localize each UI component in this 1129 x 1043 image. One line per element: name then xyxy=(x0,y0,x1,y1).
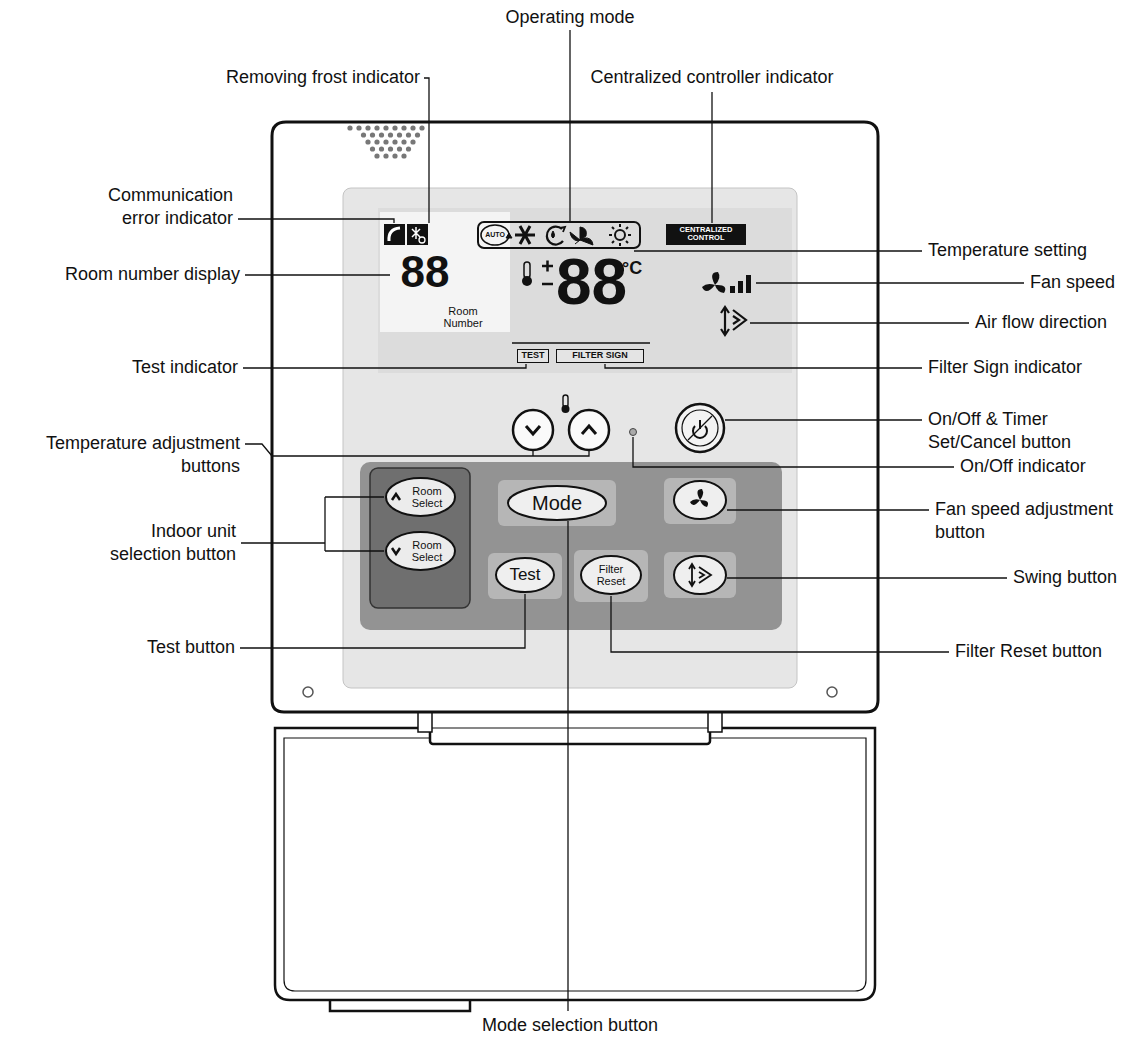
speaker-hole xyxy=(383,153,388,158)
speaker-hole xyxy=(406,146,411,151)
callout-label: Temperature adjustment buttons xyxy=(28,432,240,479)
indicator-box: TEST xyxy=(517,349,549,363)
speaker-hole xyxy=(410,139,415,144)
on-off-button xyxy=(676,404,724,452)
lcd-room-zone xyxy=(380,212,510,332)
node-text: FILTER SIGN xyxy=(572,351,627,361)
callout-label: Temperature setting xyxy=(928,239,1087,262)
speaker-hole xyxy=(406,132,411,137)
operating-mode-icons xyxy=(478,222,640,248)
room-select-group xyxy=(370,468,470,608)
speaker-hole xyxy=(383,139,388,144)
callout-label: Filter Reset button xyxy=(955,640,1102,663)
speaker-hole xyxy=(410,125,415,130)
mode-auto-text: AUTO xyxy=(485,231,505,239)
node-text: CENTRALIZED CONTROL xyxy=(672,226,740,243)
speaker-hole xyxy=(388,146,393,151)
callout-label: Operating mode xyxy=(505,6,634,29)
callout-label: Mode selection button xyxy=(482,1014,658,1037)
speaker-hole xyxy=(397,132,402,137)
room-select-button: Room Select xyxy=(385,477,456,517)
speaker-hole xyxy=(392,153,397,158)
speaker-hole xyxy=(347,125,352,130)
indicator-box: FILTER SIGN xyxy=(556,349,644,363)
speaker-hole xyxy=(397,146,402,151)
flip-cover xyxy=(275,700,875,1011)
callout-label: On/Off indicator xyxy=(960,455,1086,478)
callout-label: Filter Sign indicator xyxy=(928,356,1082,379)
lcd-screen xyxy=(378,208,792,373)
speaker-hole xyxy=(374,139,379,144)
speaker-hole xyxy=(379,132,384,137)
callout-label: Test button xyxy=(147,636,235,659)
fan-speed-icon xyxy=(702,272,751,293)
fan-button xyxy=(674,481,726,519)
on-off-indicator xyxy=(630,429,637,436)
callout-label: Swing button xyxy=(1013,566,1117,589)
leader-lines xyxy=(238,30,1024,1011)
speaker-hole xyxy=(415,132,420,137)
callout-label: Centralized controller indicator xyxy=(590,66,833,89)
air-flow-icon xyxy=(721,307,746,335)
speaker-hole xyxy=(419,125,424,130)
swing-button xyxy=(674,556,726,594)
callout-label: Air flow direction xyxy=(975,311,1107,334)
indicator-box: CENTRALIZED CONTROL xyxy=(666,224,746,245)
button-panel xyxy=(360,462,782,630)
callout-label: Test indicator xyxy=(132,356,238,379)
speaker-hole xyxy=(365,139,370,144)
node-text: Room Select xyxy=(409,485,445,509)
controller-body xyxy=(272,122,878,712)
screw-hole xyxy=(827,687,837,697)
mode-button: Mode xyxy=(507,485,607,521)
speaker-hole xyxy=(370,132,375,137)
callout-label: Indoor unit selection button xyxy=(88,520,236,567)
callout-label: Fan speed adjustment button xyxy=(935,498,1123,545)
bezel xyxy=(343,188,797,688)
node-text: Test xyxy=(509,566,540,585)
speaker-hole xyxy=(361,132,366,137)
unit-symbol: °C xyxy=(622,258,642,278)
speaker-hole xyxy=(392,139,397,144)
node-text: Mode xyxy=(532,492,582,514)
node-text: TEST xyxy=(521,351,544,361)
node-text: Filter Reset xyxy=(593,563,629,587)
screw-hole xyxy=(303,687,313,697)
communication-error-icon xyxy=(384,224,405,245)
speaker-hole xyxy=(401,139,406,144)
speaker-hole xyxy=(365,125,370,130)
speaker-hole xyxy=(374,125,379,130)
filter-reset-button: Filter Reset xyxy=(580,555,642,595)
speaker-hole xyxy=(383,125,388,130)
lcd-caption: Room Number xyxy=(437,305,489,329)
speaker-hole xyxy=(388,132,393,137)
speaker-hole xyxy=(392,125,397,130)
room-select-button: Room Select xyxy=(385,531,456,571)
callout-label: Communication error indicator xyxy=(93,184,233,231)
speaker-hole xyxy=(370,146,375,151)
lcd-digits: 88 xyxy=(401,250,450,294)
node-text: Room Select xyxy=(409,539,445,563)
callout-label: Fan speed xyxy=(1030,271,1115,294)
speaker-hole xyxy=(379,146,384,151)
lcd-digits: 88 xyxy=(556,250,627,314)
speaker-hole xyxy=(374,153,379,158)
callout-label: Room number display xyxy=(65,263,240,286)
speaker-hole xyxy=(356,125,361,130)
speaker-hole xyxy=(401,153,406,158)
arrow-symbol xyxy=(392,494,400,500)
frost-icon xyxy=(407,224,428,245)
callout-label: Removing frost indicator xyxy=(226,66,420,89)
speaker-grille xyxy=(347,125,424,158)
callout-label: On/Off & Timer Set/Cancel button xyxy=(928,408,1093,455)
arrow-symbol xyxy=(392,548,400,554)
speaker-hole xyxy=(401,125,406,130)
temperature-buttons xyxy=(513,410,609,450)
test-button: Test xyxy=(495,557,555,593)
